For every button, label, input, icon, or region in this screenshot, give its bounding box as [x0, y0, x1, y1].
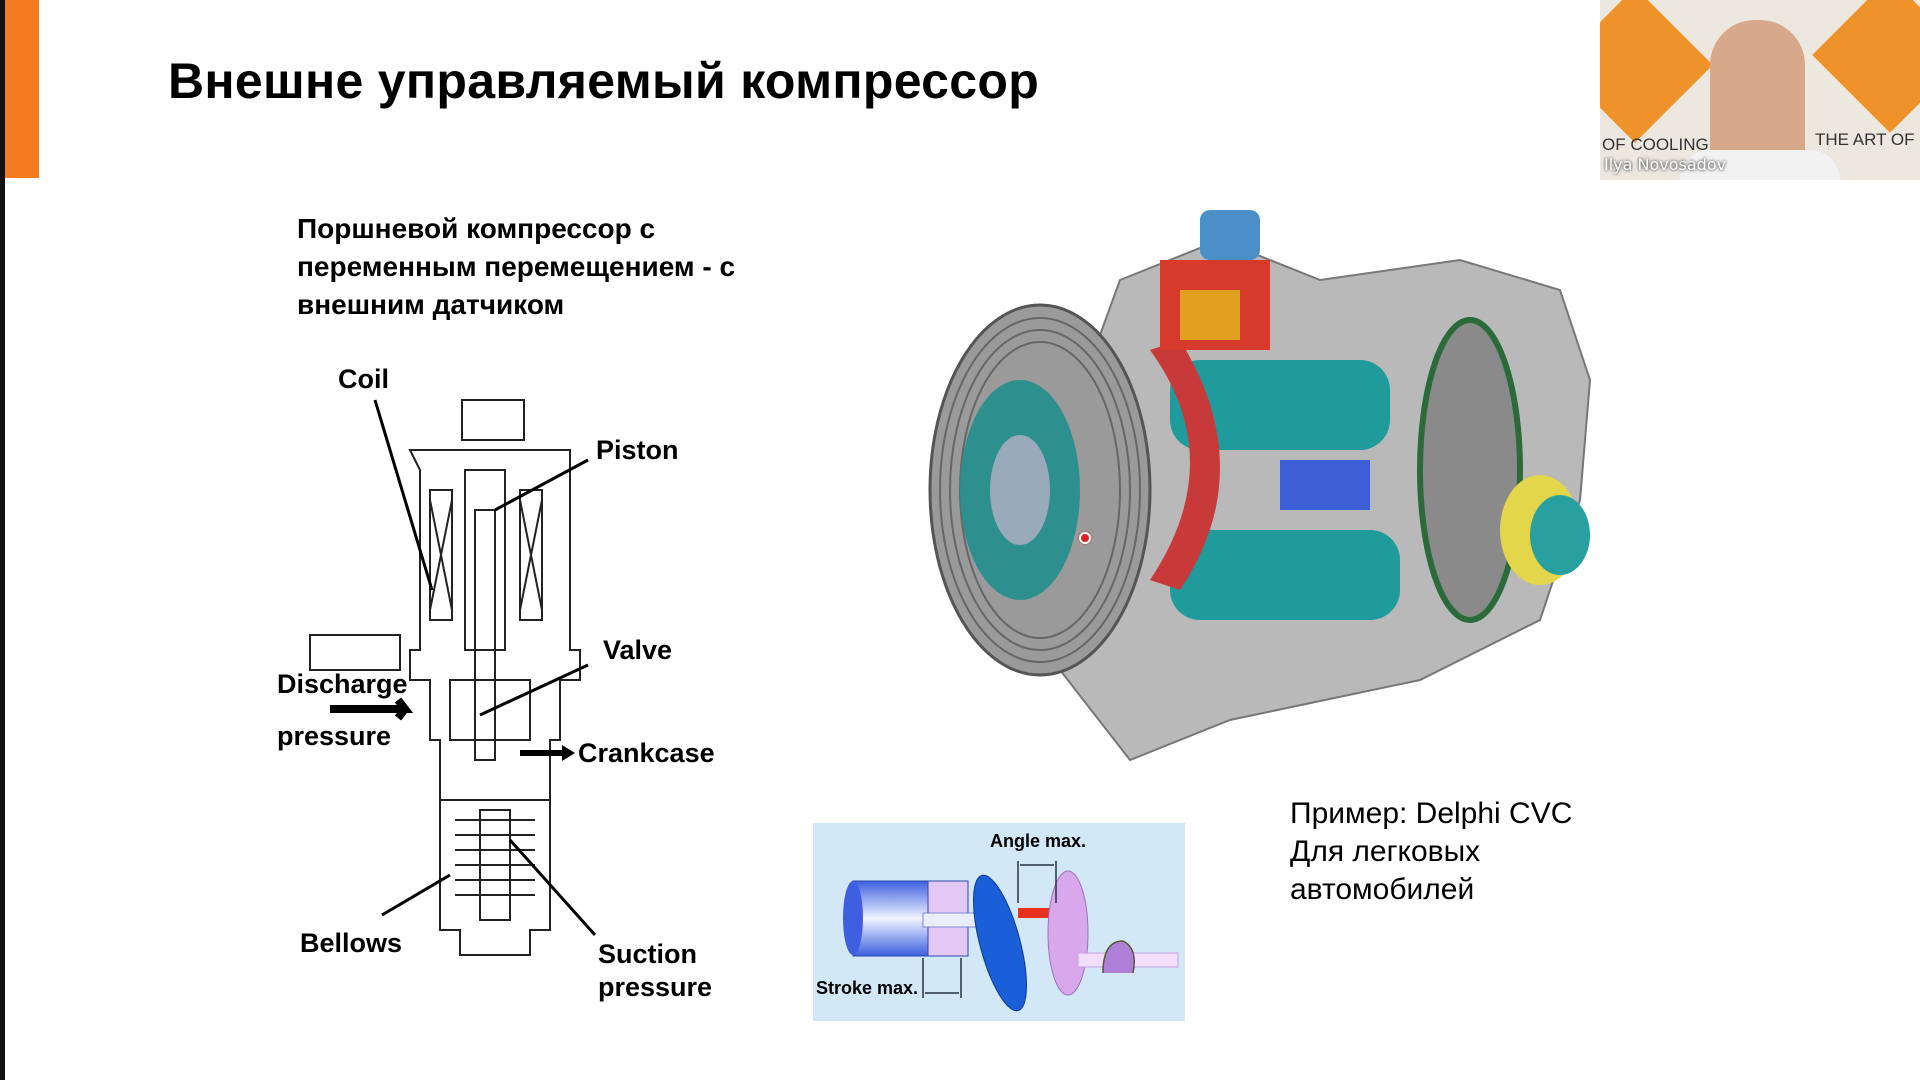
compressor-cutaway-image	[928, 210, 1592, 762]
banner-text-right: THE ART OF	[1815, 130, 1915, 149]
stroke-max-label: Stroke max.	[816, 978, 919, 998]
example-line-1: Пример: Delphi CVC	[1290, 797, 1573, 830]
participant-shirt	[1680, 150, 1840, 180]
example-line-2: Для легковых	[1290, 835, 1481, 868]
label-suction-pressure: pressure	[598, 972, 713, 1002]
participant-name: Ilya Novosadov	[1604, 155, 1727, 174]
label-discharge-pressure: pressure	[277, 721, 392, 751]
banner-text-left: OF COOLING	[1602, 135, 1709, 154]
label-suction: Suction	[598, 939, 697, 969]
label-piston: Piston	[596, 435, 679, 465]
swash-plate-diagram: Angle max. Stroke max.	[813, 823, 1185, 1021]
label-bellows: Bellows	[300, 928, 403, 958]
nrf-logo-right	[1812, 0, 1920, 133]
window-edge	[0, 0, 5, 1080]
accent-bar	[5, 0, 39, 178]
label-discharge: Discharge	[277, 669, 408, 699]
control-valve-diagram	[309, 399, 597, 956]
label-coil: Coil	[338, 364, 389, 394]
label-valve: Valve	[603, 635, 673, 665]
laser-pointer-dot	[1079, 532, 1091, 544]
angle-max-label: Angle max.	[990, 831, 1087, 851]
nrf-logo-left	[1600, 0, 1713, 143]
webcam-video-tile[interactable]: OF COOLING THE ART OF Ilya Novosadov	[1600, 0, 1920, 180]
example-text: Пример: Delphi CVC Для легковых автомоби…	[1290, 795, 1572, 909]
slide-subtitle: Поршневой компрессор с переменным переме…	[297, 213, 736, 320]
slide-title: Внешне управляемый компрессор	[168, 53, 1040, 109]
example-line-3: автомобилей	[1290, 873, 1475, 906]
label-crankcase: Crankcase	[578, 738, 715, 768]
swash-plate-graphic	[843, 861, 1179, 1012]
